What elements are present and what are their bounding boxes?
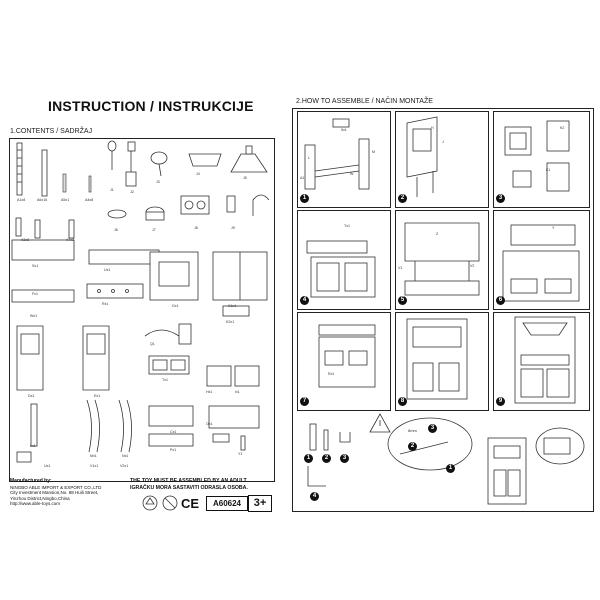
part-badge: 3: [428, 424, 437, 433]
part-label: A1x8: [17, 198, 26, 202]
contents-heading: 1.CONTENTS / SADRŽAJ: [10, 128, 93, 135]
part-label: Ex1: [94, 394, 101, 398]
part-label: J7: [152, 228, 156, 232]
step-number: 7: [300, 397, 309, 406]
step-number: 1: [300, 194, 309, 203]
part-label: J6: [114, 228, 118, 232]
part-label: Cx1: [170, 430, 177, 434]
part-badge: 1: [304, 454, 313, 463]
assemble-heading: 2.HOW TO ASSEMBLE / NAČIN MONTAŽE: [296, 98, 433, 105]
step-part-label: Y: [552, 226, 555, 230]
step-part-label: L: [308, 156, 310, 160]
manufacturer-heading: Manufactured by:: [10, 478, 52, 484]
part-label: K2x1: [226, 320, 235, 324]
part-label: Gx1: [172, 304, 179, 308]
part-badge: 2: [322, 454, 331, 463]
ce-mark-icon: CE: [181, 496, 199, 511]
part-badge: 1: [446, 464, 455, 473]
part-badge: 2: [408, 442, 417, 451]
part-label: Lx1: [30, 444, 36, 448]
product-code: A60624: [206, 496, 248, 511]
assembly-warning: THE TOY MUST BE ASSEMBLED BY AN ADULT. I…: [130, 478, 300, 491]
step-part-label: A1: [300, 176, 305, 180]
svg-text:CE: CE: [181, 496, 199, 511]
step-part-label: J: [442, 140, 444, 144]
dimension-label: 8mm: [408, 428, 417, 433]
part-label: Q1: [150, 342, 155, 346]
part-label: Hx1: [206, 390, 213, 394]
page-title: INSTRUCTION / INSTRUKCIJE: [48, 98, 254, 114]
safety-icons: CE: [142, 495, 199, 511]
manufacturer-url: http://www.able-toys.com: [10, 501, 61, 507]
step-part-label: H: [431, 126, 434, 130]
manufacturer-line: NINGBO ABLE IMPORT & EXPORT CO.,LTD: [10, 484, 102, 490]
warning-triangle-icon: [369, 413, 391, 433]
step-number: 2: [398, 194, 407, 203]
manufacturer-line: Yinzhou District,Ningbo,China: [10, 495, 70, 501]
part-label: A7x2: [66, 238, 75, 242]
step-part-label: 5x1: [341, 128, 347, 132]
part-label: J2: [130, 190, 134, 194]
step-part-label: Rx1: [328, 372, 335, 376]
step-part-label: Z: [436, 232, 439, 236]
part-label: Tx1: [162, 378, 168, 382]
part-label: J9: [231, 226, 235, 230]
part-label: A4x8: [85, 198, 94, 202]
step-number: 8: [398, 397, 407, 406]
part-label: A3x8: [21, 238, 30, 242]
part-label: Ux1: [104, 268, 111, 272]
step-part-label: Tx1: [344, 224, 350, 228]
step-number: 3: [496, 194, 505, 203]
recycle-icon: [142, 495, 158, 511]
step-number: 5: [398, 296, 407, 305]
part-label: Wx1: [30, 314, 38, 318]
part-label: Ix1: [235, 390, 240, 394]
part-label: Ox1: [206, 422, 213, 426]
part-label: J8: [194, 226, 198, 230]
step-part-label: V2: [470, 264, 475, 268]
assembly-drawing: [304, 116, 580, 404]
age-badge: 3+: [248, 495, 272, 512]
part-label: J5: [243, 176, 247, 180]
manufacturer-line: City Investment Mansion,No. 88 Huili Str…: [10, 490, 99, 496]
wall-mount-drawing: [307, 413, 585, 505]
part-label: Nx1: [122, 454, 129, 458]
part-badge: 3: [340, 454, 349, 463]
warning-line-en: THE TOY MUST BE ASSEMBLED BY AN ADULT.: [130, 478, 248, 484]
part-label: Ux1: [44, 464, 51, 468]
parts-drawing: [11, 140, 270, 463]
part-label: Y1: [238, 452, 243, 456]
part-label: V2x1: [120, 464, 129, 468]
part-label: A5x1: [61, 198, 70, 202]
step-part-label: K1: [546, 168, 551, 172]
part-label: V1x1: [90, 464, 99, 468]
part-label: J1: [110, 188, 114, 192]
no-small-parts-icon: [162, 495, 178, 511]
step-number: 4: [300, 296, 309, 305]
warning-line-hr: IGRAČKU MORA SASTAVITI ODRASLA OSOBA.: [130, 484, 248, 491]
part-label: Rx1: [102, 302, 109, 306]
step-number: 9: [496, 397, 505, 406]
part-label: J4: [196, 172, 200, 176]
step-part-label: W: [350, 172, 354, 176]
step-part-label: V1: [398, 266, 403, 270]
step-part-label: K2: [560, 126, 565, 130]
part-label: Fx1: [32, 292, 38, 296]
part-label: Dx1: [28, 394, 35, 398]
part-label: K1x1: [228, 304, 237, 308]
part-label: Mx1: [90, 454, 97, 458]
part-label: A6x16: [37, 198, 48, 202]
part-label: Sx1: [32, 264, 39, 268]
step-number: 6: [496, 296, 505, 305]
part-label: Px1: [170, 448, 177, 452]
part-badge: 4: [310, 492, 319, 501]
part-label: J3: [156, 180, 160, 184]
manufacturer-block: Manufactured by: NINGBO ABLE IMPORT & EX…: [10, 478, 150, 507]
step-part-label: M: [372, 150, 375, 154]
